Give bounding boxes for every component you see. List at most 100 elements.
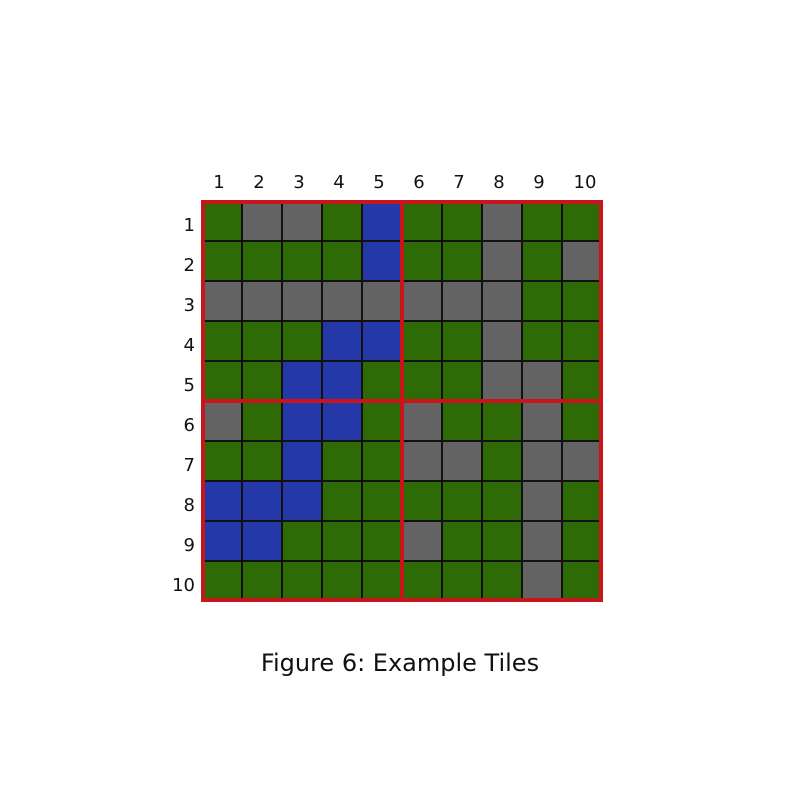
tile-r3-c4-gray-tile [322, 281, 362, 321]
tile-r5-c6-green-tile [402, 361, 442, 401]
tile-r10-c10-green-tile [562, 561, 602, 601]
tile-r4-c9-green-tile [522, 321, 562, 361]
column-label-6: 6 [413, 172, 425, 193]
tile-r6-c7-green-tile [442, 401, 482, 441]
tile-r8-c7-green-tile [442, 481, 482, 521]
tile-r1-c7-green-tile [442, 201, 482, 241]
tile-r4-c1-green-tile [202, 321, 242, 361]
tile-r1-c3-gray-tile [282, 201, 322, 241]
tile-r7-c4-green-tile [322, 441, 362, 481]
row-label-7: 7 [183, 455, 195, 476]
tile-r10-c3-green-tile [282, 561, 322, 601]
tile-r3-c1-gray-tile [202, 281, 242, 321]
tile-r5-c2-green-tile [242, 361, 282, 401]
tile-r8-c1-blue-tile [202, 481, 242, 521]
tile-r8-c10-green-tile [562, 481, 602, 521]
tile-r2-c8-gray-tile [482, 241, 522, 281]
tile-r1-c9-green-tile [522, 201, 562, 241]
tile-r10-c8-green-tile [482, 561, 522, 601]
tile-r6-c1-gray-tile [202, 401, 242, 441]
tile-r3-c8-gray-tile [482, 281, 522, 321]
tile-r8-c8-green-tile [482, 481, 522, 521]
tile-r3-c6-gray-tile [402, 281, 442, 321]
tile-r6-c6-gray-tile [402, 401, 442, 441]
row-label-3: 3 [183, 295, 195, 316]
row-label-4: 4 [183, 335, 195, 356]
tile-r6-c9-gray-tile [522, 401, 562, 441]
row-label-2: 2 [183, 255, 195, 276]
tile-r2-c1-green-tile [202, 241, 242, 281]
tile-r7-c5-green-tile [362, 441, 402, 481]
tile-r4-c6-green-tile [402, 321, 442, 361]
row-label-6: 6 [183, 415, 195, 436]
tile-r7-c1-green-tile [202, 441, 242, 481]
tile-r10-c7-green-tile [442, 561, 482, 601]
tile-r9-c5-green-tile [362, 521, 402, 561]
tile-r6-c4-blue-tile [322, 401, 362, 441]
tile-r6-c10-green-tile [562, 401, 602, 441]
tile-r9-c10-green-tile [562, 521, 602, 561]
row-label-1: 1 [183, 215, 195, 236]
row-label-10: 10 [172, 575, 195, 596]
tile-r1-c10-green-tile [562, 201, 602, 241]
tile-r3-c3-gray-tile [282, 281, 322, 321]
tile-r8-c9-gray-tile [522, 481, 562, 521]
tile-r8-c5-green-tile [362, 481, 402, 521]
tile-r10-c9-gray-tile [522, 561, 562, 601]
tile-r2-c6-green-tile [402, 241, 442, 281]
column-label-5: 5 [373, 172, 385, 193]
column-label-10: 10 [573, 172, 597, 193]
tile-r10-c6-green-tile [402, 561, 442, 601]
tile-r3-c5-gray-tile [362, 281, 402, 321]
tile-r2-c7-green-tile [442, 241, 482, 281]
tile-r4-c3-green-tile [282, 321, 322, 361]
tile-r2-c5-blue-tile [362, 241, 402, 281]
column-label-2: 2 [253, 172, 265, 193]
tile-r7-c6-gray-tile [402, 441, 442, 481]
tile-r8-c2-blue-tile [242, 481, 282, 521]
tile-r5-c3-blue-tile [282, 361, 322, 401]
tile-r1-c4-green-tile [322, 201, 362, 241]
tile-r7-c10-gray-tile [562, 441, 602, 481]
tile-r3-c2-gray-tile [242, 281, 282, 321]
tile-r2-c10-gray-tile [562, 241, 602, 281]
tile-r1-c1-green-tile [202, 201, 242, 241]
tile-r2-c3-green-tile [282, 241, 322, 281]
tile-r9-c1-blue-tile [202, 521, 242, 561]
tile-r5-c10-green-tile [562, 361, 602, 401]
column-label-7: 7 [453, 172, 465, 193]
quadrant-divider-horizontal [201, 399, 603, 403]
tile-r6-c8-green-tile [482, 401, 522, 441]
tile-r4-c4-blue-tile [322, 321, 362, 361]
tile-r2-c4-green-tile [322, 241, 362, 281]
tile-r8-c6-green-tile [402, 481, 442, 521]
tile-r10-c1-green-tile [202, 561, 242, 601]
column-label-1: 1 [213, 172, 225, 193]
row-label-5: 5 [183, 375, 195, 396]
tile-r9-c7-green-tile [442, 521, 482, 561]
tile-r4-c10-green-tile [562, 321, 602, 361]
tile-r9-c6-gray-tile [402, 521, 442, 561]
column-label-3: 3 [293, 172, 305, 193]
tile-r2-c2-green-tile [242, 241, 282, 281]
tile-r1-c5-blue-tile [362, 201, 402, 241]
column-label-4: 4 [333, 172, 345, 193]
tile-r6-c5-green-tile [362, 401, 402, 441]
tile-r1-c2-gray-tile [242, 201, 282, 241]
tile-r8-c3-blue-tile [282, 481, 322, 521]
tile-r5-c4-blue-tile [322, 361, 362, 401]
tile-r1-c6-green-tile [402, 201, 442, 241]
tile-r3-c7-gray-tile [442, 281, 482, 321]
row-label-9: 9 [183, 535, 195, 556]
tile-grid [201, 200, 603, 602]
tile-r9-c8-green-tile [482, 521, 522, 561]
tile-r7-c8-green-tile [482, 441, 522, 481]
tile-r5-c5-green-tile [362, 361, 402, 401]
column-label-8: 8 [493, 172, 505, 193]
tile-r6-c3-blue-tile [282, 401, 322, 441]
tile-r3-c10-green-tile [562, 281, 602, 321]
tile-r2-c9-green-tile [522, 241, 562, 281]
tile-r7-c3-blue-tile [282, 441, 322, 481]
tile-r4-c5-blue-tile [362, 321, 402, 361]
